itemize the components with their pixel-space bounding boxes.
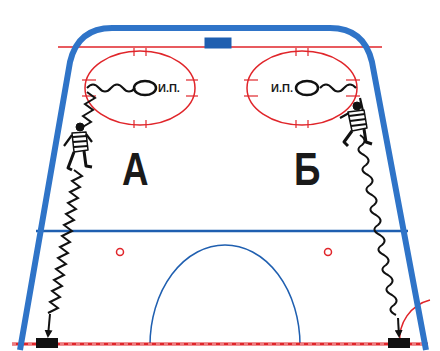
zone-letter: А	[122, 146, 149, 192]
start-position-label: И.П.	[271, 83, 293, 94]
start-position-label: И.П.	[158, 83, 180, 94]
zone-letter: Б	[294, 146, 320, 192]
